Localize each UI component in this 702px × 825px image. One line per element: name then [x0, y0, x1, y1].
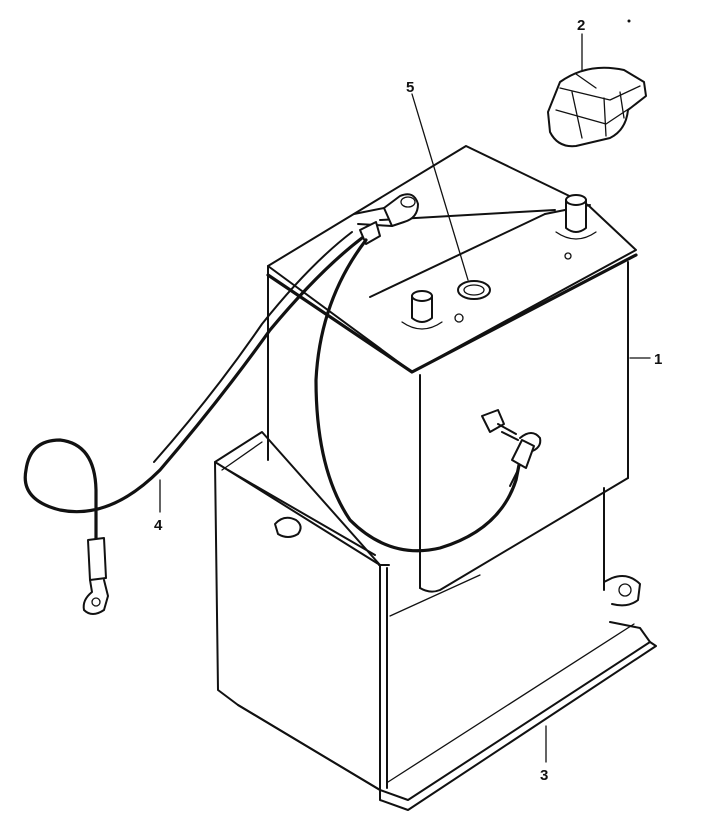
callout-1: 1 — [654, 351, 662, 368]
callout-2: 2 — [577, 17, 585, 34]
filler-cap — [457, 280, 491, 300]
leader-lines — [159, 33, 651, 763]
terminal-cover — [547, 19, 647, 148]
battery — [266, 145, 638, 593]
battery-cable — [23, 193, 535, 615]
callout-4: 4 — [154, 517, 163, 534]
positive-terminal — [555, 194, 597, 240]
callout-3: 3 — [540, 767, 548, 784]
callout-5: 5 — [406, 79, 414, 96]
battery-tray — [214, 431, 657, 811]
negative-terminal — [401, 290, 443, 330]
